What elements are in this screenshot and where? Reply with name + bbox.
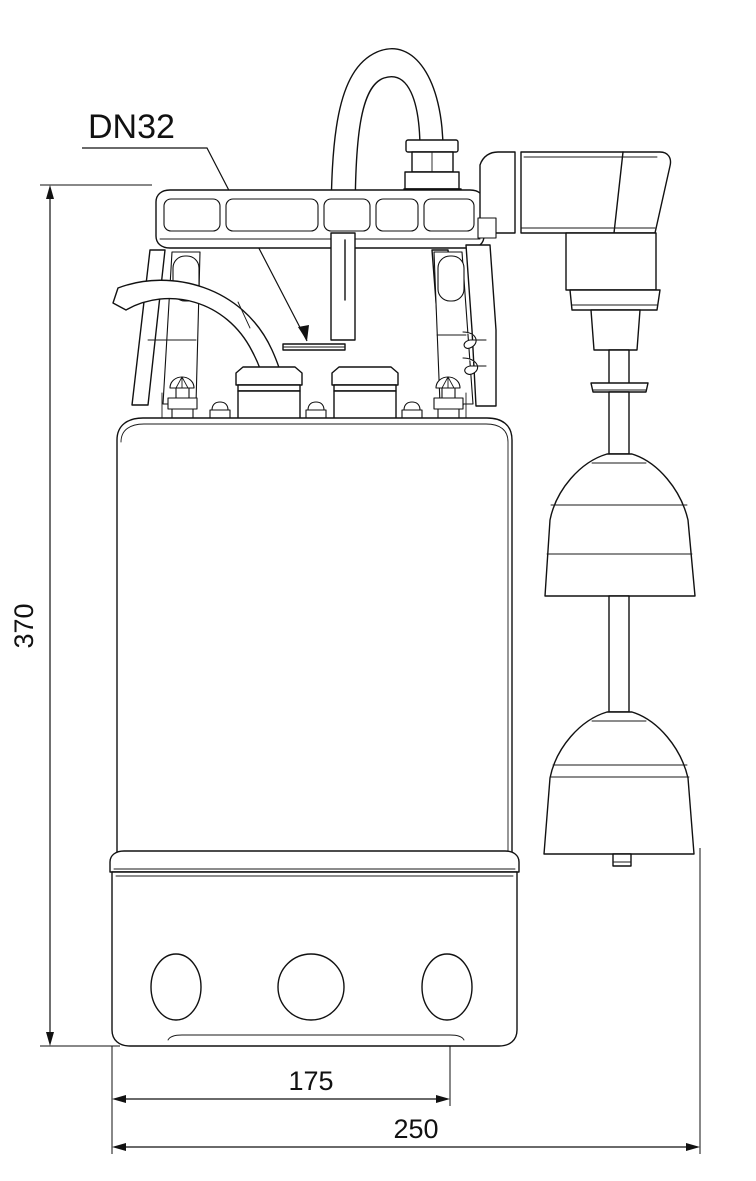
base-inlet-opening-right [421, 953, 473, 1021]
arrowhead-right-250 [686, 1143, 700, 1151]
arrowhead-left-175 [112, 1095, 126, 1103]
float-cone-upper [544, 453, 696, 597]
dimension-370: 370 [9, 184, 152, 1047]
float-upper-outline [544, 453, 696, 597]
float-guide-rod [590, 349, 649, 455]
motor-body-outline [116, 417, 513, 856]
float-rod-lower-group [608, 595, 630, 713]
handle-slot-3 [323, 198, 371, 232]
float-arm-bracket [479, 151, 516, 234]
right-shell-skirt [465, 244, 497, 407]
float-neck-upper [565, 232, 657, 291]
hex-body-left [237, 390, 301, 420]
gland-cap [405, 139, 459, 153]
hex-washer-left [237, 384, 301, 392]
screw-assembly-right [433, 376, 467, 420]
screw-nut-left [167, 397, 198, 410]
float-neck-flange [569, 289, 661, 311]
screw-slot-right [441, 376, 455, 389]
hex-body-right [333, 390, 397, 420]
motor-top-bumps [209, 401, 423, 420]
bump-1 [211, 401, 229, 411]
float-bottom-nub [612, 853, 632, 867]
base-bottom-lip [167, 1034, 465, 1041]
arrowhead-left-250 [112, 1143, 126, 1151]
float-stop-collar [590, 382, 649, 393]
arrowhead-right-175 [436, 1095, 450, 1103]
cable-clip-hook-upper [462, 331, 487, 349]
float-switch-housing [477, 151, 672, 351]
screw-shank-left [175, 387, 190, 399]
hose-through-handle [330, 232, 356, 341]
motor-body-inner-edge [120, 423, 509, 854]
discharge-port-flange [282, 343, 346, 351]
strut-left-outer [131, 249, 166, 406]
motor-housing [116, 417, 513, 856]
cable-clip-hook-lower [462, 357, 487, 375]
base-inlet-opening-center [277, 953, 345, 1021]
bump-3 [403, 401, 421, 411]
hex-nut-left [235, 366, 303, 386]
hex-nut-fitting-right [331, 366, 399, 420]
float-cone-lower [543, 711, 695, 867]
arrowhead-up-370 [46, 185, 54, 199]
base-collar [109, 850, 520, 873]
carry-handle-bar [155, 189, 485, 249]
handle-slot-5 [423, 198, 475, 232]
arrowhead-down-370 [46, 1032, 54, 1046]
leader-line-dn32 [82, 147, 308, 342]
handle-slot-2 [225, 198, 319, 232]
dimension-250: 250 [111, 848, 701, 1154]
float-rod-mid [608, 391, 630, 455]
float-box-body [520, 151, 672, 234]
hose-lower-run [330, 232, 356, 341]
dimension-175: 175 [111, 1040, 451, 1106]
bump-2 [307, 401, 325, 411]
float-rod-lower [608, 595, 630, 713]
gland-body-mid [404, 171, 460, 190]
leader-arrowhead-dn32 [298, 325, 309, 341]
handle-slot-4 [375, 198, 419, 232]
gland-body-upper [411, 151, 454, 173]
pump-base-strainer [109, 850, 520, 1047]
dim-text-175: 175 [288, 1066, 333, 1096]
strut-right-oval-hole [437, 255, 465, 302]
screw-slot-left [175, 376, 189, 389]
float-arm-tab [477, 217, 497, 239]
right-support-strut [431, 244, 497, 407]
float-box-bevel-line [613, 151, 624, 234]
base-inlet-opening-left [150, 953, 202, 1021]
hex-washer-right [333, 384, 397, 392]
callout-label-dn32: DN32 [88, 108, 175, 146]
hex-nut-right [331, 366, 399, 386]
float-neck-lower [590, 309, 641, 351]
screw-nut-right [433, 397, 464, 410]
side-handle-segment-line [237, 301, 251, 329]
float-lower-outline [543, 711, 695, 855]
dim-text-250: 250 [393, 1114, 438, 1144]
hex-nut-fitting-left [235, 366, 303, 420]
screw-shank-right [441, 387, 456, 399]
handle-slot-1 [163, 198, 221, 232]
dim-text-370: 370 [9, 603, 39, 648]
callout-dn32: DN32 [82, 108, 309, 342]
